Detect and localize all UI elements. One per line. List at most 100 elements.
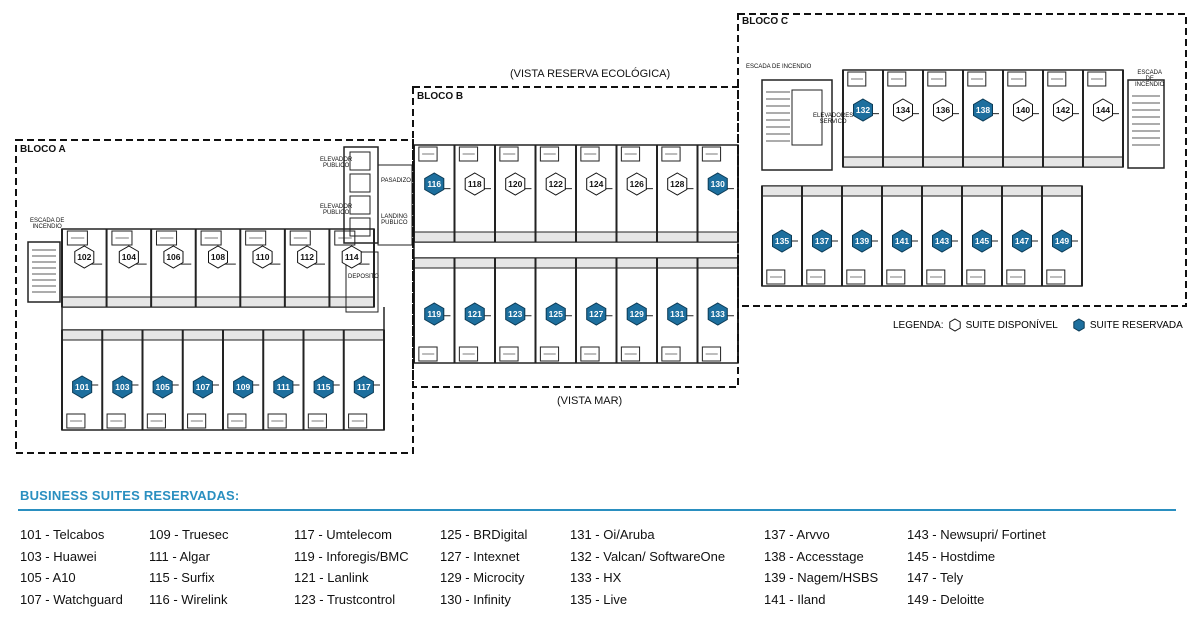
wall-rect [227, 413, 247, 429]
available-hexagon-icon [933, 98, 953, 122]
wall-rect [267, 413, 287, 429]
wall-rect [620, 146, 641, 162]
available-hexagon-icon [667, 172, 688, 196]
wall-rect [1007, 71, 1027, 87]
suite-128: 128 [667, 172, 688, 196]
suite-number: 133 [711, 309, 725, 319]
wall-rect [842, 156, 1124, 168]
suite-number: 140 [1016, 105, 1030, 115]
suite-number: 138 [976, 105, 990, 115]
wall-rect [886, 269, 906, 285]
wall-rect [761, 79, 833, 171]
suite-105: 105 [152, 375, 173, 399]
reserved-entry: 125 - BRDigital [440, 527, 528, 542]
wall-rect [155, 230, 178, 246]
wall-rect [966, 269, 986, 285]
wall-rect [345, 251, 379, 313]
reserved-entry: 103 - Huawei [20, 548, 97, 564]
wall-rect [245, 230, 267, 246]
reserved-hexagon-icon [853, 98, 873, 122]
title-divider [18, 509, 1176, 511]
wall-rect [846, 269, 866, 285]
wall-rect [418, 146, 438, 162]
reserved-entry: 138 - Accesstage [764, 548, 864, 564]
reserved-entry: 121 - Lanlink [294, 570, 369, 585]
available-hexagon-icon [586, 172, 607, 196]
fire-stairs-c-left-label: ESCADA DE INCENDIO [746, 64, 812, 70]
reserved-hexagon-icon [772, 229, 792, 253]
available-hexagon-icon [505, 172, 526, 196]
reserved-column-6: 137 - Arvvo 138 - Accesstage 139 - Nagem… [764, 524, 878, 610]
suite-130: 130 [707, 172, 728, 196]
block-borders [15, 13, 1187, 454]
suite-116: 116 [424, 172, 445, 196]
suite-number: 119 [427, 309, 441, 319]
suite-number: 121 [468, 309, 482, 319]
block-a-title: BLOCO A [20, 144, 66, 155]
reserved-column-4: 125 - BRDigital 127 - Intexnet 129 - Mic… [440, 524, 527, 610]
suite-number: 124 [589, 179, 603, 189]
reserved-entry: 119 - Inforegis/BMC [294, 548, 409, 564]
suite-111: 111 [273, 375, 294, 399]
suite-number: 101 [75, 382, 89, 392]
wall-rect [539, 146, 560, 162]
legend-available-label: SUITE DISPONÍVEL [965, 319, 1058, 331]
suite-118: 118 [464, 172, 485, 196]
suite-114: 114 [341, 245, 362, 269]
suite-141: 141 [892, 229, 912, 253]
available-hexagon-icon [948, 318, 961, 332]
suite-number: 135 [775, 236, 789, 246]
suite-124: 124 [586, 172, 607, 196]
block-b-title: BLOCO B [417, 91, 464, 102]
suite-139: 139 [852, 229, 872, 253]
available-hexagon-icon [1013, 98, 1033, 122]
suite-number: 106 [166, 252, 180, 262]
wall-rect [349, 151, 371, 171]
suite-107: 107 [192, 375, 213, 399]
suite-number: 126 [630, 179, 644, 189]
floor-plan-walls [27, 69, 1165, 431]
suite-106: 106 [163, 245, 184, 269]
reserved-entry: 141 - Iland [764, 591, 826, 607]
reserved-hexagon-icon [626, 302, 647, 326]
reserved-entry: 101 - Telcabos [20, 527, 105, 542]
wall-rect [701, 146, 722, 162]
reserved-entry: 139 - Nagem/HSBS [764, 570, 879, 585]
reserved-hexagon-icon [932, 229, 952, 253]
available-hexagon-icon [1093, 98, 1113, 122]
reserved-entry: 129 - Microcity [440, 570, 525, 585]
reserved-entry: 115 - Surfix [149, 570, 215, 585]
suite-number: 142 [1056, 105, 1070, 115]
suite-number: 123 [508, 309, 522, 319]
reserved-hexagon-icon [152, 375, 173, 399]
wall-rect [806, 269, 826, 285]
suite-120: 120 [505, 172, 526, 196]
suite-number: 107 [196, 382, 210, 392]
wall-rect [499, 146, 519, 162]
reserved-entry: 123 - Trustcontrol [294, 591, 396, 607]
reserved-column-2: 109 - Truesec 111 - Algar 115 - Surfix 1… [149, 524, 229, 610]
wall-rect [1087, 71, 1107, 87]
reserved-entry: 109 - Truesec [149, 527, 229, 542]
suite-number: 128 [670, 179, 684, 189]
suite-number: 109 [236, 382, 250, 392]
wall-rect [349, 217, 371, 237]
available-hexagon-icon [626, 172, 647, 196]
suite-140: 140 [1013, 98, 1033, 122]
reserved-hexagon-icon [586, 302, 607, 326]
wall-rect [847, 71, 867, 87]
wall-rect [791, 89, 823, 146]
wall-rect [539, 346, 560, 362]
suite-number: 115 [317, 382, 331, 392]
wall-rect [146, 413, 166, 429]
suite-110: 110 [252, 245, 273, 269]
suite-132: 132 [853, 98, 873, 122]
reserved-entry: 111 - Algar [149, 548, 210, 564]
available-hexagon-icon [163, 245, 184, 269]
suite-121: 121 [464, 302, 485, 326]
suite-145: 145 [972, 229, 992, 253]
suite-number: 102 [77, 252, 91, 262]
